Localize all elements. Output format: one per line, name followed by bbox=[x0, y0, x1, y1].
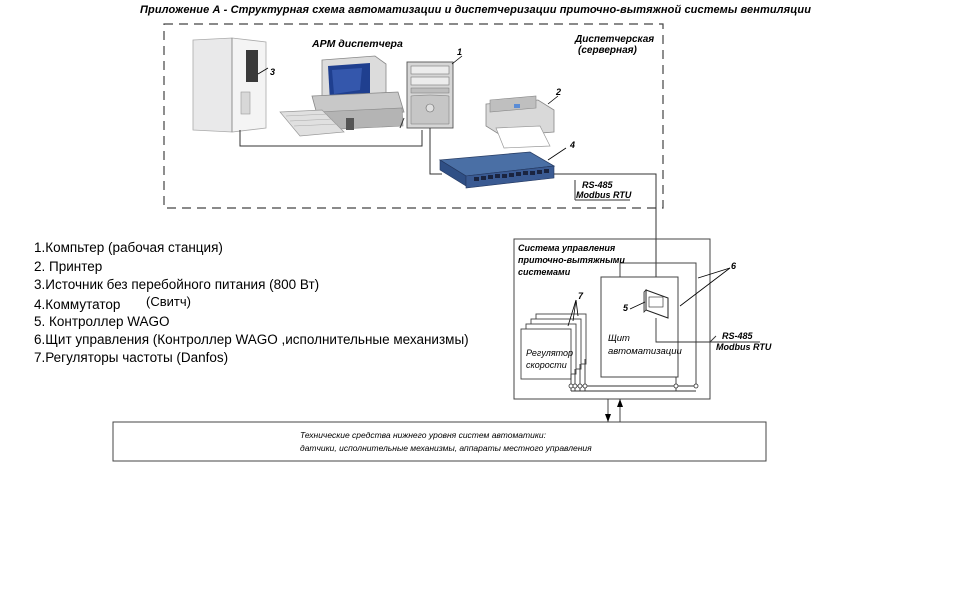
panel-label-2: автоматизации bbox=[608, 346, 682, 357]
callout-3: 3 bbox=[270, 67, 276, 77]
field-level-box bbox=[112, 421, 767, 462]
arrow-up bbox=[617, 399, 623, 407]
diagram-title: Приложение А - Структурная схема автомат… bbox=[140, 4, 812, 16]
cables bbox=[239, 117, 657, 293]
callout-6: 6 bbox=[731, 261, 737, 271]
server-room-boundary bbox=[163, 23, 664, 209]
terminals bbox=[568, 383, 699, 389]
pc-tower bbox=[406, 55, 463, 129]
protocol-modbus-bottom: Modbus RTU bbox=[716, 342, 772, 352]
protocol-rs485-top: RS-485 bbox=[582, 180, 613, 190]
field-level-line-1: Технические средства нижнего уровня сист… bbox=[300, 430, 546, 440]
ups-cabinet bbox=[192, 37, 269, 133]
room-label-line1: Диспетчерская bbox=[575, 34, 655, 45]
protocol-rs485-bottom: RS-485 bbox=[722, 331, 753, 341]
room-label-line2: (серверная) bbox=[578, 45, 637, 56]
printer bbox=[485, 95, 559, 149]
legend-item-5: 5. Контроллер WAGO bbox=[34, 314, 170, 329]
callout-4: 4 bbox=[570, 140, 576, 150]
legend-item-3: 3.Источник без перебойного питания (800 … bbox=[34, 277, 320, 292]
regulator-label-1: Регулятор bbox=[526, 348, 574, 358]
network-switch bbox=[438, 147, 567, 189]
field-level-line-2: датчики, исполнительные механизмы, аппар… bbox=[300, 443, 592, 453]
control-system-title-1: Система управления bbox=[518, 243, 616, 253]
control-system-title-2: приточно-вытяжными bbox=[518, 255, 625, 265]
callout-6-lines bbox=[679, 267, 731, 307]
workstation-monitor bbox=[279, 55, 405, 137]
protocol-modbus-top: Modbus RTU bbox=[576, 190, 632, 200]
regulator-label-2: скорости bbox=[526, 360, 567, 370]
callout-2: 2 bbox=[556, 87, 562, 97]
legend-item-7: 7.Регуляторы частоты (Danfos) bbox=[34, 350, 229, 365]
workstation-label: АРМ диспетчера bbox=[312, 38, 403, 50]
controller-device bbox=[629, 289, 669, 319]
arrow-down bbox=[605, 414, 611, 422]
control-system-box bbox=[513, 238, 711, 400]
legend-item-6: 6.Щит управления (Контроллер WAGO ,испол… bbox=[34, 332, 469, 347]
legend-item-2: 2. Принтер bbox=[34, 259, 103, 274]
automation-panel bbox=[600, 276, 679, 378]
callout-1: 1 bbox=[457, 47, 463, 57]
callout-7: 7 bbox=[578, 291, 584, 301]
speed-regulators bbox=[520, 313, 587, 380]
legend-item-4: 4.Коммутатор bbox=[34, 297, 121, 312]
legend-item-1: 1.Компьтер (рабочая станция) bbox=[34, 240, 223, 255]
callout-7-lines bbox=[567, 299, 579, 327]
panel-label-1: Щит bbox=[608, 333, 630, 344]
control-system-title-3: системами bbox=[518, 267, 571, 277]
legend-note-switch: (Свитч) bbox=[146, 294, 191, 309]
callout-5: 5 bbox=[623, 303, 629, 313]
